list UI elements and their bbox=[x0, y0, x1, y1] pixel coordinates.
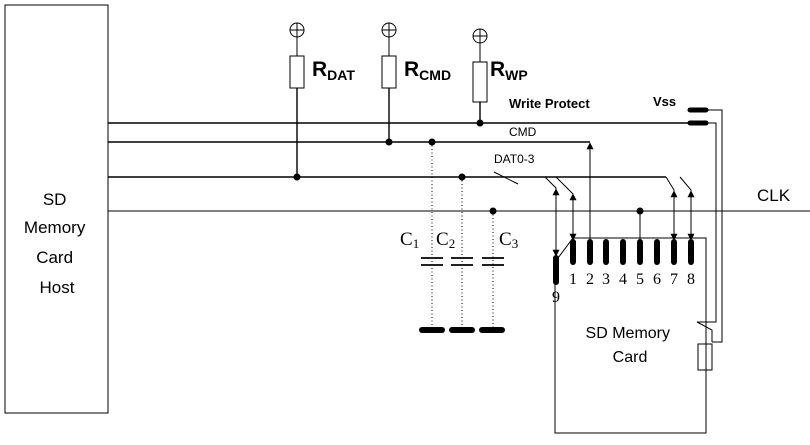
sd-card-label-line-2: Card bbox=[613, 349, 648, 366]
capacitor-c3 bbox=[482, 257, 504, 266]
junction-cmd bbox=[385, 138, 393, 146]
cmd-label: CMD bbox=[509, 125, 537, 139]
vss-label: Vss bbox=[653, 94, 676, 109]
power-symbol-dat bbox=[289, 22, 305, 56]
pin-numbers: 9 1 2 3 4 5 6 7 8 bbox=[552, 271, 695, 306]
dat-label: DAT0-3 bbox=[494, 152, 535, 166]
wp-wire bbox=[706, 122, 717, 323]
sd-card-label: SD Memory Card bbox=[586, 325, 675, 366]
pin-number-7: 7 bbox=[670, 271, 678, 288]
resistor-cmd bbox=[381, 55, 397, 89]
power-symbol-cmd bbox=[381, 22, 397, 56]
power-symbol-wp bbox=[472, 28, 488, 62]
dat-to-pin-1 bbox=[555, 176, 574, 240]
pin-number-3: 3 bbox=[602, 271, 610, 288]
resistor-cmd-label: RCMD bbox=[404, 58, 451, 83]
dat-label-leader bbox=[493, 171, 519, 185]
dat-to-pin-7 bbox=[665, 176, 675, 240]
host-label-line-1: SD bbox=[43, 190, 67, 209]
pin-number-6: 6 bbox=[653, 271, 661, 288]
host-label: SD Memory Card Host bbox=[24, 190, 90, 297]
pin-number-1: 1 bbox=[569, 271, 577, 288]
sd-card-label-line-1: SD Memory bbox=[586, 325, 670, 342]
write-protect-label: Write Protect bbox=[509, 96, 590, 111]
pin-number-4: 4 bbox=[619, 271, 627, 288]
dat-to-pin-9 bbox=[544, 176, 557, 256]
pin-number-9: 9 bbox=[552, 289, 560, 306]
host-box bbox=[4, 4, 109, 414]
capacitor-c1-label: C1 bbox=[400, 229, 419, 251]
capacitor-c3-label: C3 bbox=[499, 229, 518, 251]
resistor-dat-label: RDAT bbox=[312, 58, 355, 83]
host-label-line-2: Memory bbox=[24, 218, 86, 237]
dat-to-pin-8 bbox=[679, 176, 692, 240]
pin-number-5: 5 bbox=[636, 271, 644, 288]
junction-wp bbox=[476, 119, 484, 127]
resistor-dat bbox=[289, 55, 305, 89]
capacitor-c2-label: C2 bbox=[436, 229, 455, 251]
pin-number-2: 2 bbox=[586, 271, 594, 288]
vss-wire bbox=[706, 109, 723, 343]
junction-dat bbox=[293, 173, 301, 181]
host-label-line-4: Host bbox=[40, 278, 75, 297]
capacitor-c2 bbox=[451, 257, 473, 266]
pin-number-8: 8 bbox=[687, 271, 695, 288]
host-label-line-3: Card bbox=[36, 248, 73, 267]
capacitor-c1 bbox=[421, 257, 443, 266]
write-protect-switch bbox=[696, 321, 713, 371]
resistor-wp bbox=[472, 61, 488, 103]
clk-label: CLK bbox=[757, 186, 791, 205]
resistor-wp-label: RWP bbox=[490, 58, 528, 83]
